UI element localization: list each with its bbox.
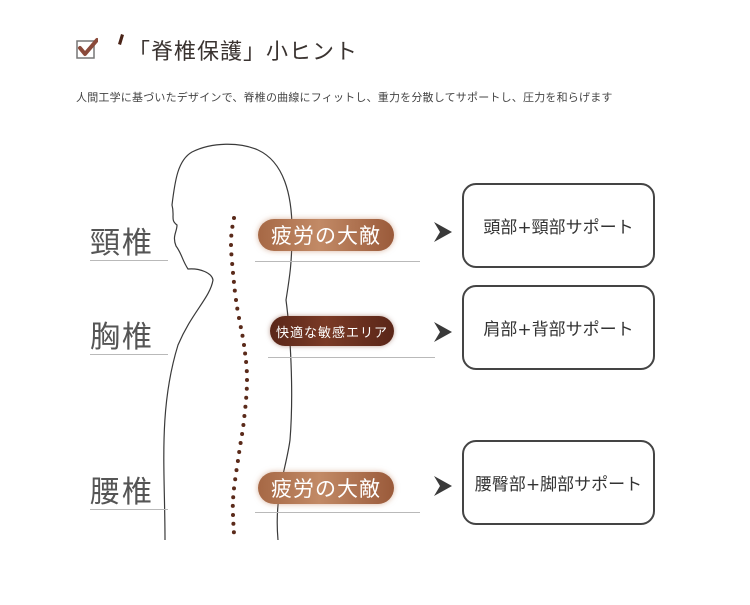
spine-dot <box>241 423 246 427</box>
pill-underline <box>255 261 420 262</box>
spine-dot <box>244 386 249 391</box>
spine-dot <box>233 477 238 482</box>
spine-dot <box>234 298 238 302</box>
pill-cervical: 疲労の大敵 <box>258 219 394 251</box>
spine-dot <box>240 333 245 338</box>
spine-dot <box>230 224 235 229</box>
spine-dot <box>229 252 234 257</box>
spine-dot <box>235 459 240 463</box>
label-underline <box>90 260 168 261</box>
spine-dot <box>237 450 242 454</box>
checkbox-check-icon <box>76 38 98 59</box>
spine-dot <box>230 503 235 508</box>
spine-dot <box>230 262 235 266</box>
spine-dot <box>229 243 233 247</box>
spine-dot <box>244 360 249 364</box>
spine-dot <box>231 521 236 526</box>
spine-dot <box>242 414 247 418</box>
support-box-shoulder-back: 肩部+背部サポート <box>462 285 655 370</box>
support-box-head-neck: 頭部+頸部サポート <box>462 183 655 268</box>
pill-underline <box>255 512 420 513</box>
spine-dot <box>231 270 235 275</box>
spine-dot <box>237 316 241 320</box>
support-box-hip-leg: 腰臀部+脚部サポート <box>462 440 655 525</box>
accent-mark-icon <box>118 34 124 45</box>
chevron-right-icon <box>434 476 452 496</box>
spine-dot <box>234 468 239 473</box>
spine-dot <box>232 288 237 293</box>
spine-dot <box>243 404 248 409</box>
chevron-right-icon <box>434 222 452 242</box>
spine-dot <box>244 369 249 374</box>
spine-dot <box>240 432 245 436</box>
spine-dot <box>242 343 246 347</box>
spine-dot <box>231 530 236 535</box>
spine-dot <box>238 325 243 330</box>
spine-dot <box>232 486 236 491</box>
label-thoracic: 胸椎 <box>90 320 154 355</box>
spine-dot <box>232 216 236 220</box>
spine-dot <box>231 279 236 284</box>
spine-dot <box>245 378 249 382</box>
label-cervical: 頸椎 <box>90 226 154 261</box>
spine-dot <box>244 395 249 400</box>
label-lumbar: 腰椎 <box>90 475 154 510</box>
label-underline <box>90 509 168 510</box>
page-subtitle: 人間工学に基づいたデザインで、脊椎の曲線にフィットし、重力を分散してサポートし、… <box>76 91 613 104</box>
chevron-right-icon <box>434 322 452 342</box>
spine-dots <box>229 216 249 535</box>
spine-dot <box>243 351 248 356</box>
spine-dot <box>229 233 234 238</box>
pill-lumbar: 疲労の大敵 <box>258 472 394 504</box>
spine-dot <box>231 495 236 500</box>
pill-thoracic: 快適な敏感エリア <box>270 316 394 346</box>
spine-dot <box>238 441 243 445</box>
spine-dot <box>235 306 240 311</box>
page-title: 「脊椎保護」小ヒント <box>128 40 359 65</box>
label-underline <box>90 354 168 355</box>
spine-dot <box>231 513 235 517</box>
pill-underline <box>268 357 435 358</box>
